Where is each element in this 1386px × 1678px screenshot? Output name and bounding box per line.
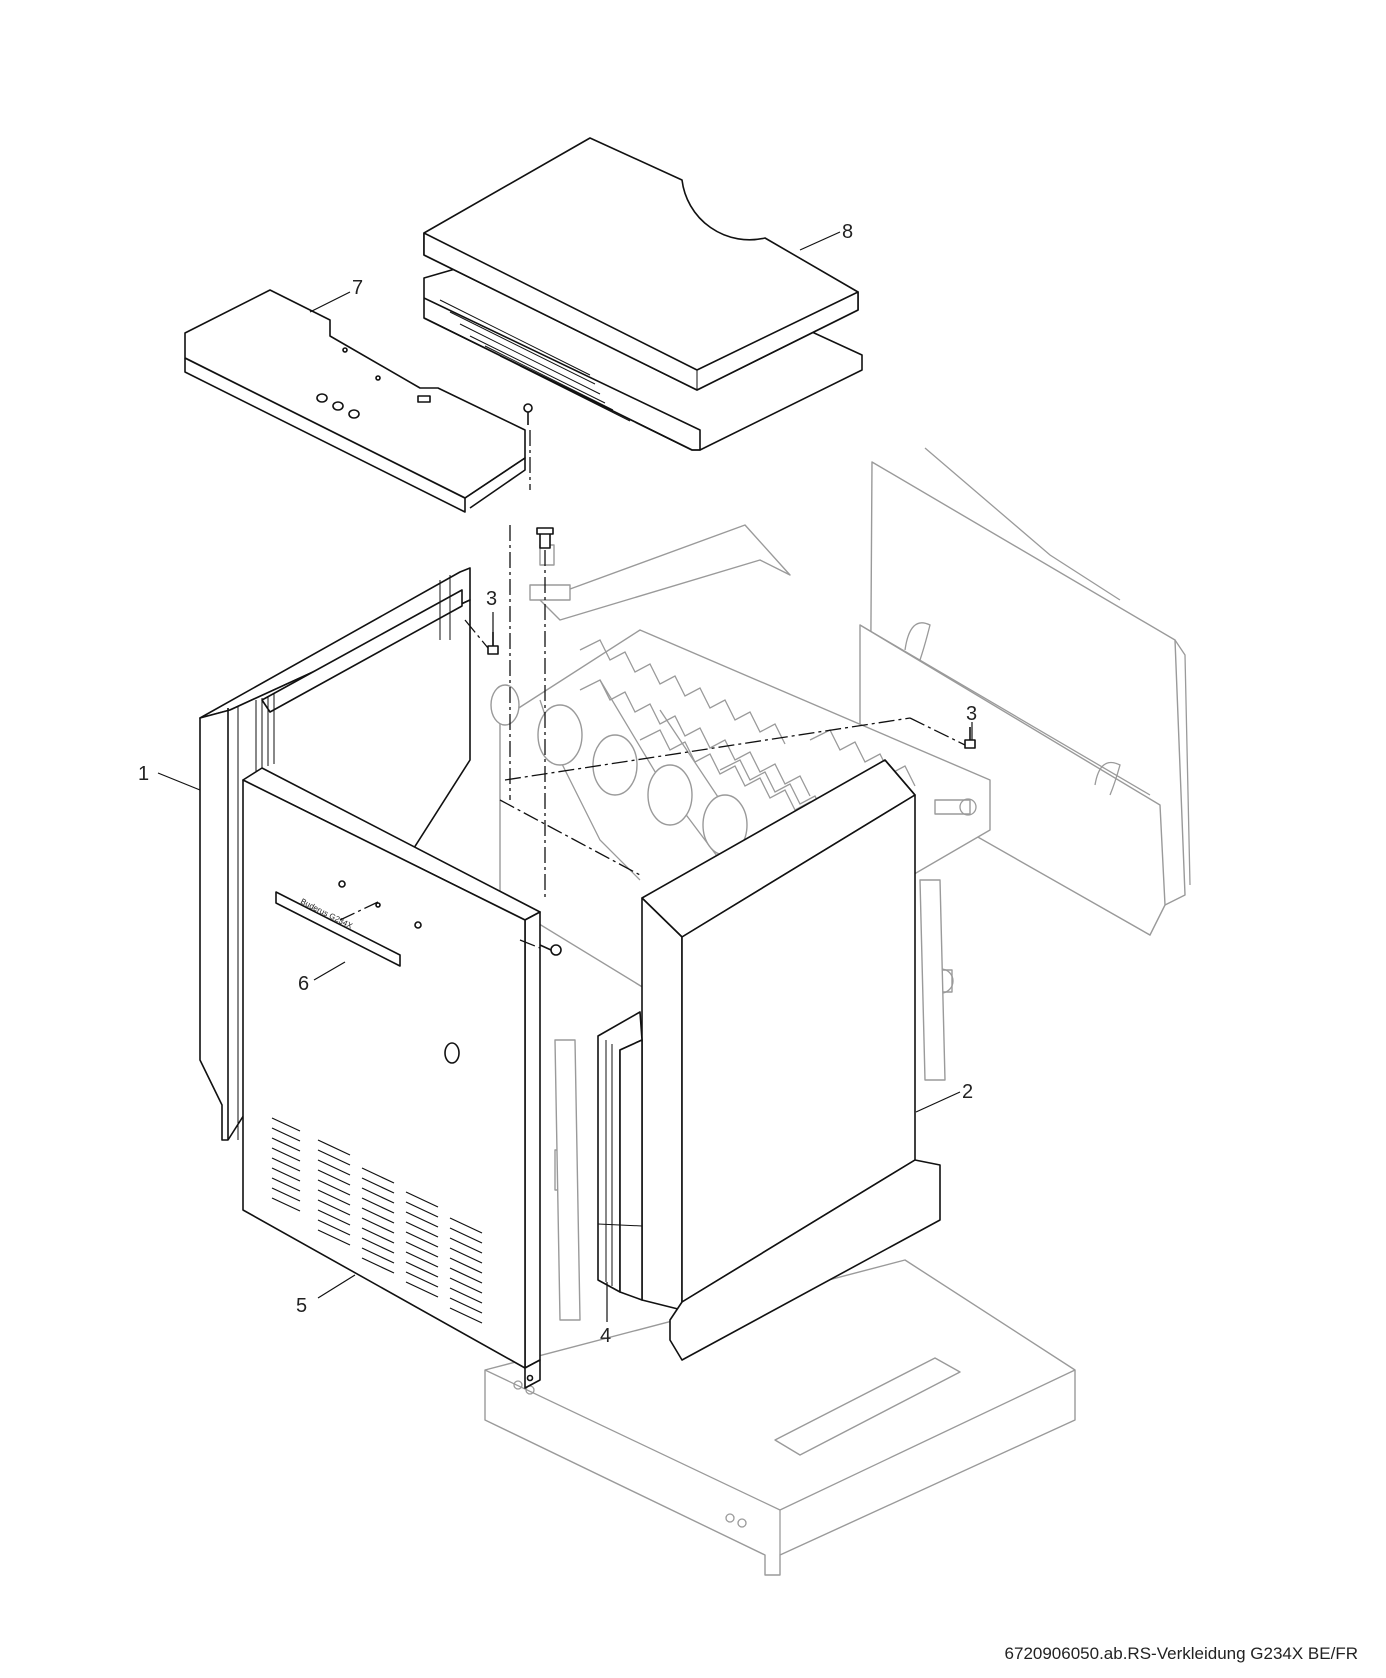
screw-right: [964, 727, 976, 749]
front-strip: [597, 1011, 643, 1301]
callout-8: 8: [842, 221, 853, 243]
top-cover: [423, 137, 863, 451]
insulation-lines: [439, 299, 631, 422]
burner-pipes: [490, 684, 748, 856]
vent-slots: [271, 1117, 483, 1324]
callout-leaders: [157, 231, 973, 1322]
boiler-block: [490, 524, 991, 1321]
callout-7: 7: [352, 277, 363, 299]
screw-front: [539, 944, 562, 956]
callout-1: 1: [138, 763, 149, 785]
callout-2: 2: [962, 1081, 973, 1103]
figure-caption: 6720906050.ab.RS-Verkleidung G234X BE/FR: [1004, 1644, 1358, 1663]
callout-3-left: 3: [486, 588, 497, 610]
callout-3-right: 3: [966, 703, 977, 725]
assembly-lines: [339, 430, 966, 949]
top-rear-cover: [184, 289, 533, 513]
vent-slot-column-4: [405, 1191, 439, 1298]
right-side-panel: [641, 759, 941, 1361]
vent-slot-column-5: [449, 1217, 483, 1324]
callout-4: 4: [600, 1325, 611, 1347]
vent-slot-column-2: [317, 1139, 351, 1246]
screw-top: [536, 527, 554, 549]
vent-slot-column-3: [361, 1167, 395, 1274]
callout-5: 5: [296, 1295, 307, 1317]
base-frame: [484, 1259, 1076, 1576]
callout-6: 6: [298, 973, 309, 995]
vent-slot-column-1: [271, 1117, 301, 1212]
front-door-panel: Buderus G234X: [242, 767, 541, 1389]
